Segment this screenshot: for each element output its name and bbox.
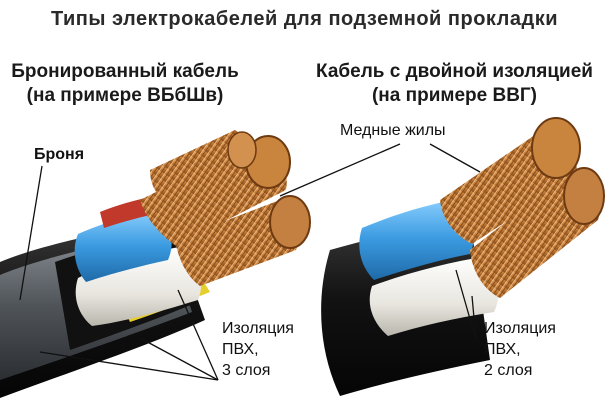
leader-copper-2	[429, 143, 481, 173]
left-copper-strand-2	[175, 200, 300, 286]
page-title: Типы электрокабелей для подземной прокла…	[50, 8, 559, 30]
right-insulation-line1: Изоляция	[484, 320, 556, 337]
left-copper-end-3	[227, 131, 257, 169]
leader-copper-1	[279, 143, 401, 197]
leader-right-ins-1	[455, 269, 477, 341]
right-insulation-line3: 2 слоя	[484, 362, 533, 379]
label-copper-cores: Медные жилы	[340, 122, 446, 139]
label-left-insulation: Изоляция ПВХ, 3 слоя	[222, 318, 294, 381]
leader-lines	[19, 143, 481, 381]
left-heading-line1: Бронированный кабель	[11, 61, 239, 82]
left-insulation-line2: ПВХ,	[222, 341, 259, 358]
right-heading-line1: Кабель с двойной изоляцией	[316, 61, 593, 82]
right-heading-line2: (на примере ВВГ)	[371, 85, 538, 106]
leader-right-ins-2	[471, 295, 477, 341]
left-insulation-line1: Изоляция	[222, 320, 294, 337]
left-heading: Бронированный кабель (на примере ВБбШв)	[0, 60, 250, 108]
leader-left-ins-3	[39, 351, 219, 381]
leader-left-ins-2	[177, 289, 219, 381]
label-right-insulation: Изоляция ПВХ, 2 слоя	[484, 318, 556, 381]
right-heading: Кабель с двойной изоляцией (на примере В…	[300, 60, 609, 108]
left-insulation-line3: 3 слоя	[222, 362, 271, 379]
right-insulation-line2: ПВХ,	[484, 341, 521, 358]
right-copper-end-2	[563, 167, 605, 225]
leader-left-ins-1	[139, 337, 219, 381]
label-armor: Броня	[34, 146, 85, 163]
left-copper-end-2	[269, 195, 311, 249]
right-white-core	[369, 256, 499, 336]
right-cable	[321, 117, 605, 396]
right-blue-core	[359, 198, 475, 280]
leader-armor	[19, 165, 43, 301]
left-heading-line2: (на примере ВБбШв)	[26, 85, 224, 106]
left-cable	[0, 130, 311, 398]
left-blue-core	[74, 210, 172, 282]
right-copper-end-1	[531, 117, 581, 179]
